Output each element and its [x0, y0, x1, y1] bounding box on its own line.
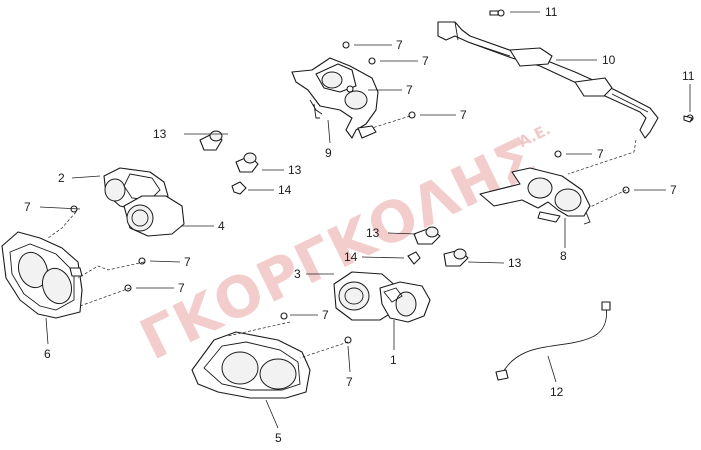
callout-3: 3 [294, 267, 301, 281]
left-headlamp-frame[interactable] [1, 231, 83, 319]
bolt-11-top [497, 9, 505, 17]
callout-7-j: 7 [322, 308, 329, 322]
callout-13-a: 13 [153, 127, 167, 141]
watermark-text: ΓΚΟΡΓΚΟΛΗΣ [131, 125, 549, 373]
wiring-harness[interactable] [495, 301, 611, 381]
callout-7-e: 7 [597, 147, 604, 161]
callout-7-f: 7 [670, 183, 677, 197]
callout-7-d: 7 [460, 108, 467, 122]
callout-12: 12 [550, 385, 564, 399]
callout-7-g: 7 [24, 200, 31, 214]
right-lamp-housing[interactable] [379, 281, 431, 323]
callout-6: 6 [44, 347, 51, 361]
callout-11-right: 11 [682, 69, 695, 83]
callout-2: 2 [58, 171, 65, 185]
callout-7-i: 7 [178, 281, 185, 295]
bulb-13-d[interactable] [443, 248, 469, 267]
mounting-bracket-bar[interactable] [437, 9, 694, 139]
callout-7-k: 7 [346, 375, 353, 389]
screws-7 [70, 41, 630, 344]
watermark-suffix: Α.Ε. [516, 120, 554, 151]
bulb-13-b[interactable] [235, 152, 259, 173]
callout-8: 8 [560, 249, 567, 263]
right-bracket[interactable] [479, 167, 591, 225]
right-headlamp-frame[interactable] [191, 331, 311, 399]
left-lamp-projector[interactable] [123, 195, 185, 237]
callout-13-d: 13 [508, 256, 522, 270]
callout-labels: 11 10 11 7 7 7 7 9 13 13 14 7 7 8 2 4 7 … [24, 5, 695, 445]
bulb-14-b[interactable] [407, 251, 421, 265]
upper-left-bracket[interactable] [291, 57, 379, 139]
callout-5: 5 [275, 431, 282, 445]
callout-7-b: 7 [422, 54, 429, 68]
callout-13-b: 13 [288, 163, 302, 177]
callout-13-c: 13 [366, 226, 380, 240]
watermark: ΓΚΟΡΓΚΟΛΗΣ Α.Ε. [131, 120, 554, 373]
callout-14-a: 14 [278, 183, 292, 197]
callout-11-top: 11 [545, 5, 558, 19]
bulb-13-a[interactable] [199, 130, 223, 151]
leader-lines [39, 11, 691, 429]
bulb-13-c[interactable] [413, 226, 441, 245]
callout-7-c: 7 [406, 83, 413, 97]
callout-1: 1 [390, 353, 397, 367]
bulb-14-a[interactable] [231, 181, 247, 195]
callout-14-b: 14 [344, 250, 358, 264]
callout-4: 4 [218, 219, 225, 233]
assembly-lines [47, 115, 637, 359]
callout-7-a: 7 [396, 38, 403, 52]
callout-10: 10 [602, 53, 616, 67]
callout-7-h: 7 [184, 255, 191, 269]
callout-9: 9 [325, 146, 332, 160]
